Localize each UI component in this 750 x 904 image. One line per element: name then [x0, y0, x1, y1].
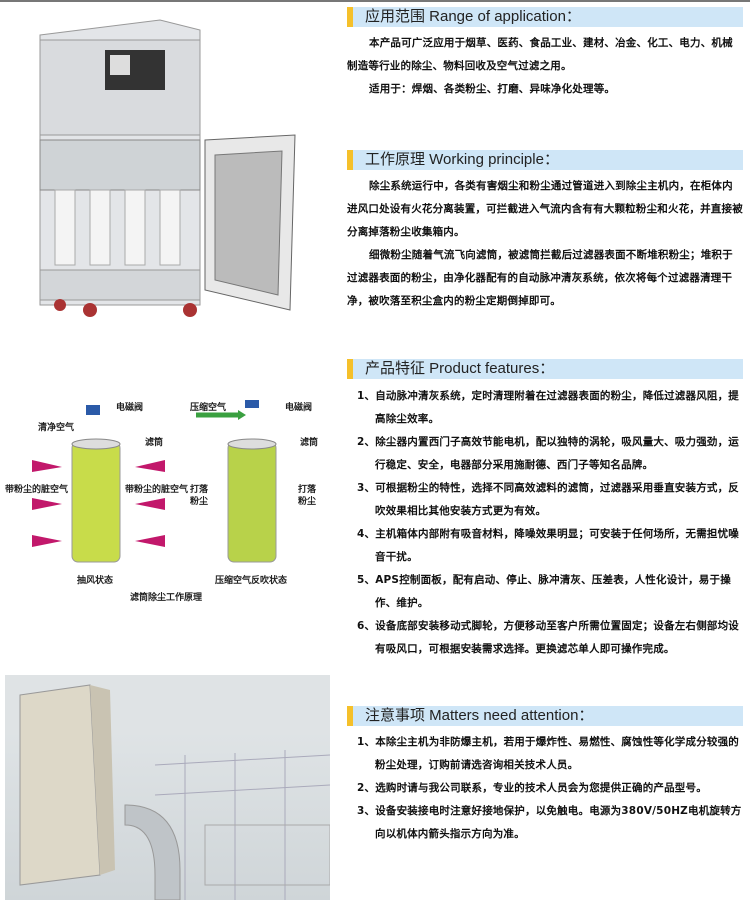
paragraph: 细微粉尘随着气流飞向滤筒，被滤筒拦截后过滤器表面不断堆积粉尘；堆积于过滤器表面的…: [347, 249, 733, 307]
section-header: 产品特征 Product features：: [347, 359, 743, 379]
product-photo-dust-collector: [20, 5, 310, 320]
header-accent-bar: [347, 7, 353, 27]
label-valve-right: 电磁阀: [285, 403, 313, 413]
attention-item: 1、本除尘主机为非防爆主机，若用于爆炸性、易燃性、腐蚀性等化学成分较强的粉尘处理…: [357, 736, 740, 771]
attention-item: 2、选购时请与我公司联系，专业的技术人员会为您提供正确的产品型号。: [357, 782, 707, 794]
feature-item: 1、自动脉冲清灰系统，定时清理附着在过滤器表面的粉尘，降低过滤器风阻，提高除尘效…: [357, 390, 740, 425]
attention-item: 3、设备安装接电时注意好接地保护，以免触电。电源为380V/50HZ电机旋转方向…: [357, 805, 742, 840]
section-header: 应用范围 Range of application：: [347, 7, 743, 27]
section-header: 注意事项 Matters need attention：: [347, 706, 743, 726]
installation-site-photo: [5, 675, 330, 900]
top-divider: [0, 0, 750, 2]
label-filter-left: 滤筒: [145, 438, 164, 448]
label-dust-right: 打落粉尘: [298, 485, 317, 507]
feature-item: 3、可根据粉尘的特性，选择不同高效滤料的滤筒，过滤器采用垂直安装方式，反吹效果相…: [357, 482, 740, 517]
label-dirty-air-right: 带粉尘的脏空气: [125, 485, 189, 495]
label-filter-right: 滤筒: [300, 438, 319, 448]
section-product-features: 产品特征 Product features： 1、自动脉冲清灰系统，定时清理附着…: [347, 359, 743, 661]
section-header: 工作原理 Working principle：: [347, 150, 743, 170]
section-title: 工作原理 Working principle：: [365, 151, 559, 168]
label-compressed-air: 压缩空气: [190, 403, 227, 413]
paragraph: 适用于：焊烟、各类粉尘、打磨、异味净化处理等。: [369, 83, 616, 95]
feature-item: 5、APS控制面板，配有启动、停止、脉冲清灰、压差表，人性化设计，易于操作、维护…: [357, 574, 731, 609]
label-clean-air: 清净空气: [38, 423, 75, 433]
section-range-of-application: 应用范围 Range of application： 本产品可广泛应用于烟草、医…: [347, 7, 743, 101]
label-valve-left: 电磁阀: [116, 403, 144, 413]
section-title: 注意事项 Matters need attention：: [365, 707, 594, 724]
paragraph: 除尘系统运行中，各类有害烟尘和粉尘通过管道进入到除尘主机内，在柜体内进风口处设有…: [347, 180, 743, 238]
header-accent-bar: [347, 359, 353, 379]
feature-item: 4、主机箱体内部附有吸音材料，降噪效果明显；可安装于任何场所，无需担忧噪音干扰。: [357, 528, 740, 563]
filter-working-principle-diagram: 电磁阀 清净空气 滤筒 带粉尘的脏空气 带粉尘的脏空气 抽风状态 压缩空气 电磁…: [0, 380, 340, 610]
label-dirty-air-left: 带粉尘的脏空气: [5, 485, 69, 495]
label-state-right: 压缩空气反吹状态: [215, 576, 288, 586]
feature-item: 2、除尘器内置西门子高效节能电机，配以独特的涡轮，吸风量大、吸力强劲，运行稳定、…: [357, 436, 740, 471]
feature-item: 6、设备底部安装移动式脚轮，方便移动至客户所需位置固定；设备左右侧部均设有吸风口…: [357, 620, 740, 655]
diagram-caption: 滤筒除尘工作原理: [130, 593, 203, 603]
label-state-left: 抽风状态: [77, 576, 114, 586]
paragraph: 本产品可广泛应用于烟草、医药、食品工业、建材、冶金、化工、电力、机械制造等行业的…: [347, 37, 733, 72]
label-dust-left: 打落粉尘: [190, 485, 209, 507]
section-matters-need-attention: 注意事项 Matters need attention： 1、本除尘主机为非防爆…: [347, 706, 743, 846]
header-accent-bar: [347, 150, 353, 170]
section-title: 产品特征 Product features：: [365, 360, 555, 377]
section-working-principle: 工作原理 Working principle： 除尘系统运行中，各类有害烟尘和粉…: [347, 150, 743, 313]
section-title: 应用范围 Range of application：: [365, 8, 581, 25]
header-accent-bar: [347, 706, 353, 726]
